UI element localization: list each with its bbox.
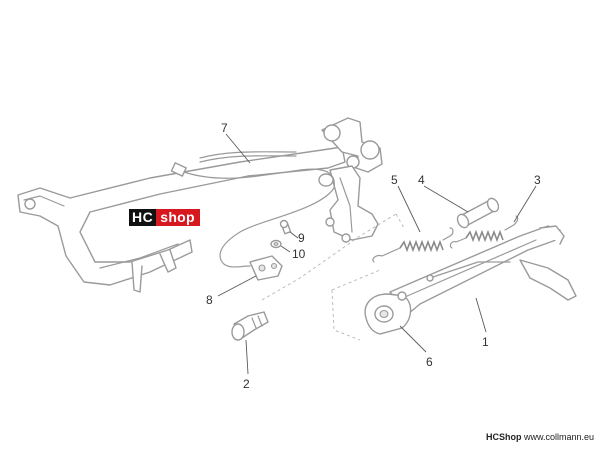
leader-10 [280, 245, 291, 253]
leader-8 [217, 275, 257, 297]
callout-2: 2 [243, 377, 250, 391]
part-5-spring: 5 [372, 173, 454, 263]
part-7-cable: 7 [170, 121, 335, 268]
callout-6: 6 [426, 355, 433, 369]
part-3-spring: 3 [449, 173, 541, 249]
leader-9 [289, 231, 299, 239]
leader-3 [513, 185, 537, 223]
callout-8: 8 [206, 293, 213, 307]
leader-1 [475, 297, 487, 333]
leader-4 [423, 185, 469, 213]
part-6-bushing: 6 [364, 291, 433, 369]
logo-prefix: HC [129, 209, 157, 226]
logo-word: shop [156, 209, 200, 226]
part-2-pivot-bolt: 2 [231, 311, 269, 391]
part-4-sleeve: 4 [418, 173, 500, 229]
part-9-screw: 9 [279, 219, 305, 245]
callout-4: 4 [418, 173, 425, 187]
part-1-side-stand: 1 [389, 225, 577, 349]
footer-url[interactable]: www.collmann.eu [523, 432, 594, 442]
hcshop-logo: HC shop [129, 209, 200, 226]
leader-6 [399, 325, 427, 353]
footer-credit: HCShop www.collmann.eu [486, 432, 594, 442]
frame-assembly [17, 117, 383, 293]
callout-3: 3 [534, 173, 541, 187]
callout-5: 5 [391, 173, 398, 187]
leader-7 [225, 133, 251, 164]
callout-1: 1 [482, 335, 489, 349]
callout-9: 9 [298, 231, 305, 245]
part-10-washer: 10 [270, 239, 306, 261]
part-8-switch: 8 [206, 255, 283, 307]
callout-10: 10 [292, 247, 306, 261]
footer-brand: HCShop [485, 432, 522, 442]
leader-5 [397, 185, 421, 233]
dashed-guides [261, 213, 405, 341]
leader-2 [245, 339, 249, 375]
callout-7: 7 [221, 121, 228, 135]
